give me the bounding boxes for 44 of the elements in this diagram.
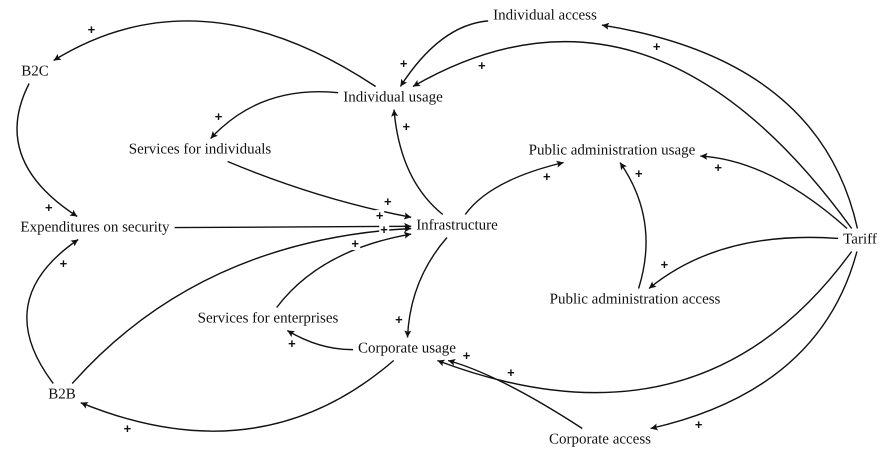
causal-arrow (210, 91, 338, 139)
causal-arrow (286, 330, 354, 350)
causal-arrow (391, 109, 444, 216)
polarity-label: + (44, 202, 54, 214)
variable-label: Individual access (490, 6, 600, 26)
causal-arrow (80, 360, 394, 432)
variable-label: Corporate access (546, 430, 654, 450)
causal-arrow (53, 20, 376, 88)
polarity-label: + (660, 258, 670, 271)
causal-arrow (437, 251, 852, 394)
causal-arrow (174, 222, 412, 230)
causal-arrow (400, 20, 488, 87)
causal-arrow (72, 226, 412, 384)
polarity-label: + (477, 60, 487, 72)
variable-label: Infrastructure (413, 216, 501, 236)
causal-arrow (276, 232, 412, 308)
variable-label: Services for enterprises (194, 310, 342, 328)
polarity-label: + (350, 238, 360, 250)
polarity-label: + (462, 350, 472, 362)
variable-label: Tariff (840, 230, 880, 250)
variable-label: Public administration access (546, 290, 724, 310)
causal-arrow (227, 160, 412, 220)
variable-label: Public administration usage (526, 142, 698, 160)
variable-label: Services for individuals (126, 140, 274, 160)
causal-arrow (412, 40, 852, 229)
variable-label: B2C (18, 62, 52, 82)
variable-label: B2B (45, 386, 79, 404)
causal-arrow (16, 83, 78, 218)
polarity-label: + (401, 120, 412, 133)
causal-arrow (700, 153, 848, 230)
variable-label: Expenditures on security (17, 218, 173, 238)
variable-label: Corporate usage (355, 340, 459, 358)
causal-arrow (650, 251, 858, 430)
causal-arrow (619, 162, 647, 289)
causal-arrow (26, 238, 79, 384)
causal-arrow (648, 236, 838, 290)
causal-arrow (464, 160, 564, 215)
polarity-label: + (506, 366, 516, 379)
causal-arrow (602, 22, 858, 229)
polarity-label: + (379, 224, 389, 236)
variable-label: Individual usage (340, 88, 446, 108)
polarity-label: + (86, 24, 96, 36)
causal-arrow (404, 237, 448, 338)
causal-arrow (448, 359, 583, 430)
